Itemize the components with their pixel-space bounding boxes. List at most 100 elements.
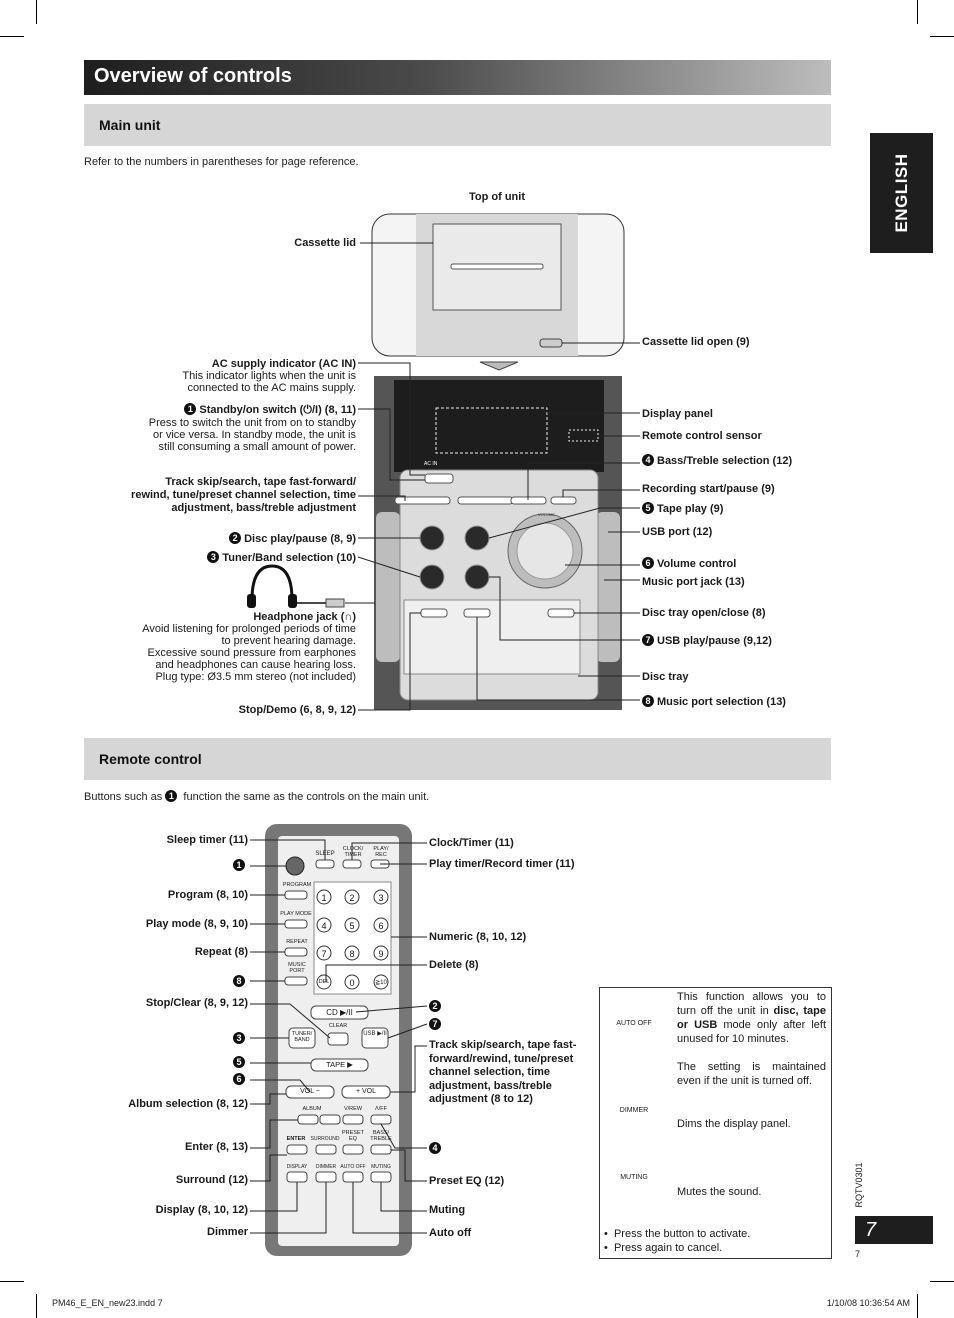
remote-section-bar: Remote control xyxy=(84,738,831,780)
remote-track-4: adjustment, bass/treble xyxy=(429,1079,552,1092)
auto-off-description: This function allows you to turn off the… xyxy=(677,991,827,1045)
ac-in-title: AC supply indicator (AC IN) xyxy=(211,358,356,370)
tape-key-label: TAPE ▶ xyxy=(326,1060,353,1069)
music-jack-label: Music port jack (13) xyxy=(642,576,745,588)
remote-num-2: 2 xyxy=(429,1000,444,1013)
callout-number: 5 xyxy=(642,502,654,514)
numeric-label: Numeric (8, 10, 12) xyxy=(429,931,527,943)
unit-display-window xyxy=(394,380,604,472)
ac-in-block: AC supply indicator (AC IN) This indicat… xyxy=(116,358,356,394)
remote-track-1: Track skip/search, tape fast- xyxy=(429,1039,577,1051)
cassette-lid-label: Cassette lid xyxy=(294,237,356,249)
muting-icon-label: MUTING xyxy=(620,1174,648,1181)
svg-text:7: 7 xyxy=(321,949,326,959)
remote-intro: Buttons such as 1 function the same as t… xyxy=(84,790,430,803)
remote-num-7: 7 xyxy=(429,1018,444,1031)
cd-key-label: CD ▶/II xyxy=(326,1008,353,1017)
headphone-desc-2: to prevent hearing damage. xyxy=(221,635,356,647)
headphone-desc-5: Plug type: Ø3.5 mm stereo (not included) xyxy=(155,671,356,683)
svg-text:6: 6 xyxy=(378,921,383,931)
svg-text:3: 3 xyxy=(378,893,383,903)
sleep-timer-label: Sleep timer (11) xyxy=(166,834,248,846)
svg-text:2: 2 xyxy=(349,893,354,903)
language-tab: ENGLISH xyxy=(870,133,933,253)
callout-number: 6 xyxy=(642,557,654,569)
repeat-label: Repeat (8) xyxy=(194,946,248,958)
bullet-item: • Press the button to activate. xyxy=(604,1228,751,1240)
svg-text:9: 9 xyxy=(378,949,383,959)
callout-number: 1 xyxy=(184,403,197,415)
unit-right-side xyxy=(596,512,620,662)
headphone-icon xyxy=(250,564,294,601)
play-rec-key-label: PLAY/ REC xyxy=(373,846,389,858)
svg-text:5: 5 xyxy=(349,921,354,931)
crop-mark xyxy=(930,36,954,37)
crop-mark xyxy=(0,36,24,37)
callout-number: 7 xyxy=(642,634,654,646)
top-of-unit-label: Top of unit xyxy=(469,191,525,203)
bass-key-label: BASS/ TREBLE xyxy=(370,1130,392,1142)
page-title-bar: Overview of controls xyxy=(84,60,831,95)
remote-num-5: 5 xyxy=(233,1056,248,1069)
standby-desc-1: Press to switch the unit from on to stan… xyxy=(148,417,356,429)
track-skip-3: adjustment, bass/treble adjustment xyxy=(171,502,356,514)
cassette-slot xyxy=(450,263,544,270)
plus10-key-label: ≧10 xyxy=(375,980,387,986)
track-skip-1: Track skip/search, tape fast-forward/ xyxy=(165,476,356,488)
disc-tray-label: Disc tray xyxy=(642,671,689,683)
standby-title: Standby/on switch (⏻/I) (8, 11) xyxy=(199,404,356,416)
page-number: 7 xyxy=(865,1219,877,1241)
track-skip-2: rewind, tune/preset channel selection, t… xyxy=(131,489,356,501)
tuner-key-label: TUNER/ BAND xyxy=(291,1031,313,1043)
usb-port-label: USB port (12) xyxy=(642,526,713,538)
info-bullets: • Press the button to activate. • Press … xyxy=(604,1227,750,1255)
svg-text:4: 4 xyxy=(321,921,326,931)
album-key-label: ALBUM xyxy=(302,1106,322,1112)
remote-num-8: 8 xyxy=(233,975,248,988)
play-mode-key-label: PLAY MODE xyxy=(280,911,312,917)
volume-text: VOLUME xyxy=(538,512,555,517)
aff-key-label: Λ/FF xyxy=(375,1106,387,1112)
callout-number: 1 xyxy=(165,790,178,802)
auto-off-note: The setting is maintained even if the un… xyxy=(677,1061,826,1087)
surround-key-label: SURROUND xyxy=(310,1136,340,1142)
standby-desc-2: or vice versa. In standby mode, the unit… xyxy=(153,429,356,441)
dimmer-label: Dimmer xyxy=(207,1226,248,1238)
remote-track-block: Track skip/search, tape fast- forward/re… xyxy=(429,1039,576,1107)
standby-switch xyxy=(424,473,454,484)
info-box: AUTO OFF This function allows you to tur… xyxy=(599,987,832,1259)
headphone-desc-4: and headphones can cause hearing loss. xyxy=(155,659,356,671)
leader-lines-main xyxy=(345,242,640,711)
dimmer-description: Dims the display panel. xyxy=(677,1118,791,1130)
vrew-key-label: V/REW xyxy=(343,1106,363,1112)
main-unit-section-bar: Main unit xyxy=(84,104,831,146)
crop-mark xyxy=(36,1294,37,1318)
music-port-key-label: MUSIC PORT xyxy=(288,962,306,974)
enter-key-label: ENTER xyxy=(286,1136,306,1142)
footer-right: 1/10/08 10:36:54 AM xyxy=(826,1298,910,1308)
footer-left: PM46_E_EN_new23.indd 7 xyxy=(52,1298,163,1308)
disc-tray-open-label: Disc tray open/close (8) xyxy=(642,607,766,619)
callout-number: 2 xyxy=(229,532,242,544)
delete-label: Delete (8) xyxy=(429,959,479,971)
preset-eq-label: Preset EQ (12) xyxy=(429,1175,505,1187)
headphone-desc-3: Excessive sound pressure from earphones xyxy=(147,647,357,659)
del-key-label: DEL xyxy=(318,979,330,985)
auto-off-key-label: AUTO OFF xyxy=(340,1164,366,1170)
display-label: Display (8, 10, 12) xyxy=(155,1204,248,1216)
remote-num-4: 4 xyxy=(429,1142,444,1155)
play-mode-label: Play mode (8, 9, 10) xyxy=(145,918,248,930)
bullet-item: • Press again to cancel. xyxy=(604,1242,723,1254)
vol-minus-key-label: VOL − xyxy=(300,1088,320,1095)
numeric-keys xyxy=(316,889,389,990)
muting-key-label: MUTING xyxy=(371,1164,391,1170)
auto-off-icon-label: AUTO OFF xyxy=(616,1020,652,1027)
remote-buttons xyxy=(284,859,392,1183)
repeat-key-label: REPEAT xyxy=(286,939,308,945)
svg-text:0: 0 xyxy=(349,978,354,988)
skip-back-button xyxy=(394,496,451,505)
